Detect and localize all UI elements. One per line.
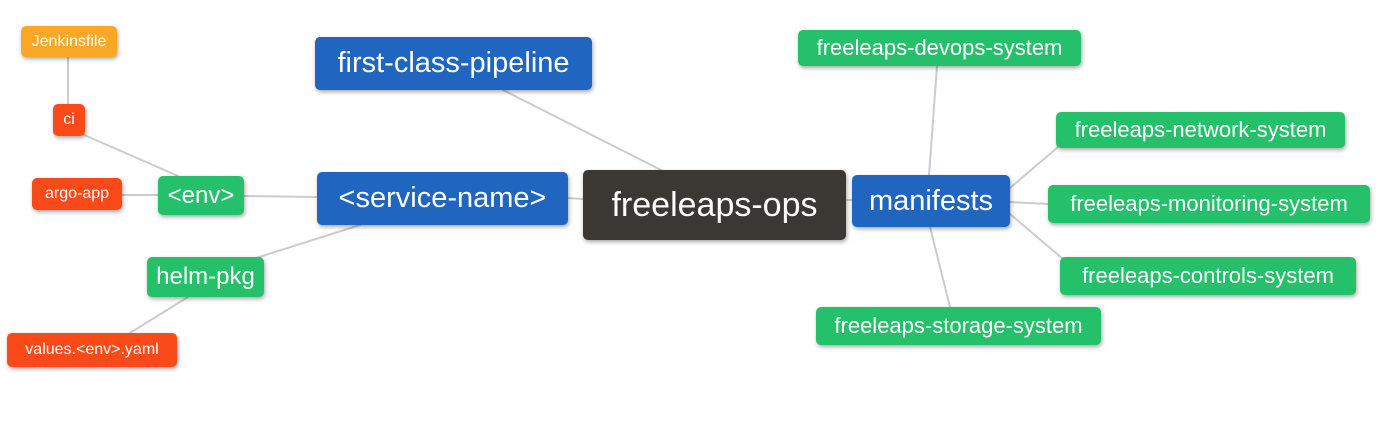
node-service-name[interactable]: <service-name> [317,172,568,225]
node-manifests[interactable]: manifests [852,175,1010,227]
node-env[interactable]: <env> [158,176,244,215]
edge-manifests-to-freeleaps-monitoring-system [1009,201,1049,205]
node-freeleaps-controls-system[interactable]: freeleaps-controls-system [1060,257,1356,295]
edge-manifests-to-freeleaps-storage-system [929,226,951,308]
edge-service-name-to-helm-pkg [255,224,361,259]
node-values-env-yaml[interactable]: values.<env>.yaml [7,333,177,367]
node-jenkinsfile[interactable]: Jenkinsfile [21,26,117,57]
node-ci[interactable]: ci [53,104,85,136]
edge-helm-pkg-to-values-env-yaml [129,296,189,334]
edge-first-class-pipeline-to-freeleaps-ops [502,89,664,172]
edge-ci-to-env [81,133,179,177]
node-argo-app[interactable]: argo-app [32,178,122,210]
root-node-freeleaps-ops[interactable]: freeleaps-ops [583,170,846,240]
node-first-class-pipeline[interactable]: first-class-pipeline [315,37,592,90]
edge-service-name-to-freeleaps-ops [567,197,584,200]
node-freeleaps-network-system[interactable]: freeleaps-network-system [1056,112,1345,148]
edge-manifests-to-freeleaps-network-system [1009,146,1059,189]
node-helm-pkg[interactable]: helm-pkg [147,257,264,297]
edge-manifests-to-freeleaps-devops-system [928,65,938,176]
node-freeleaps-storage-system[interactable]: freeleaps-storage-system [816,307,1101,345]
node-freeleaps-monitoring-system[interactable]: freeleaps-monitoring-system [1048,185,1370,223]
edge-env-to-service-name [243,195,318,198]
node-freeleaps-devops-system[interactable]: freeleaps-devops-system [798,30,1081,66]
